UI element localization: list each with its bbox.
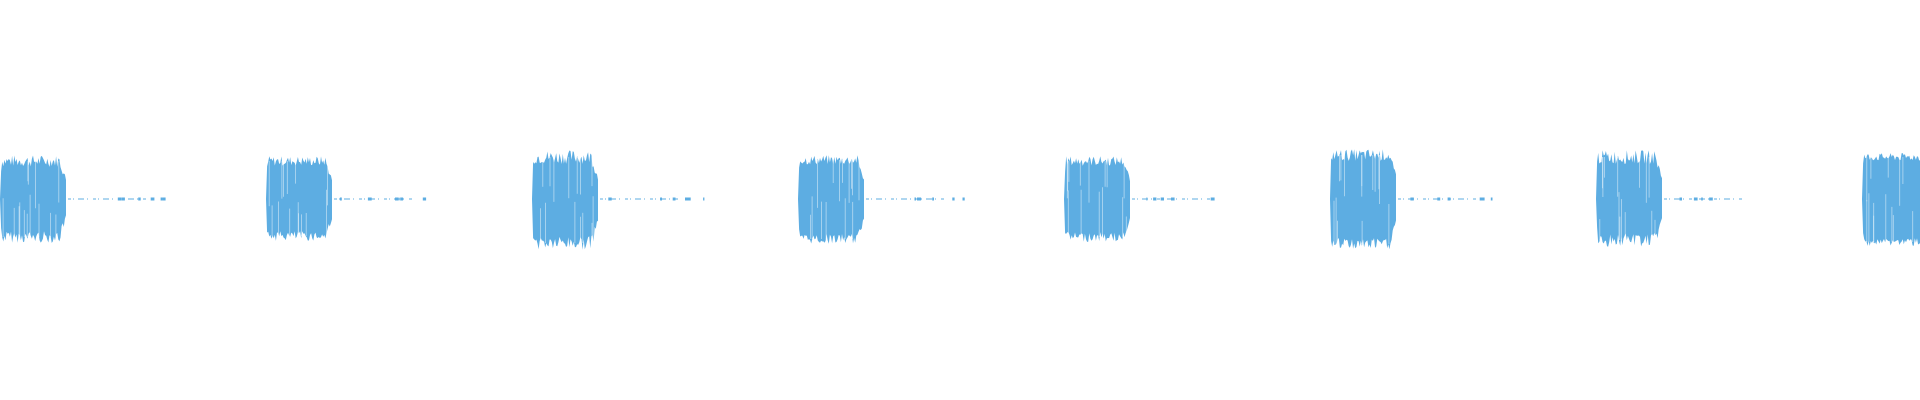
waveform-speck [1410, 197, 1414, 201]
waveform-speck [1490, 197, 1493, 201]
waveform-speck [1153, 197, 1157, 201]
waveform-burst [798, 155, 965, 244]
waveform-speck [1160, 197, 1164, 201]
waveform-bursts [0, 149, 1920, 250]
waveform-speck [1171, 197, 1175, 201]
waveform-speck [1210, 197, 1213, 201]
waveform-speck [117, 197, 122, 201]
waveform-burst [0, 155, 166, 243]
waveform-speck [660, 197, 662, 201]
waveform-speck [1693, 197, 1698, 201]
waveform-speck [672, 197, 676, 201]
waveform-burst-body [1064, 156, 1130, 242]
waveform-burst-body [532, 150, 598, 250]
waveform-speck [1709, 197, 1713, 201]
waveform-speck [399, 197, 401, 201]
waveform-burst-body [1862, 153, 1920, 246]
waveform-speck [138, 197, 141, 201]
waveform-speck [1479, 197, 1484, 201]
waveform-speck [395, 197, 399, 201]
waveform-speck [1437, 197, 1441, 201]
waveform-speck [1701, 197, 1703, 201]
waveform-burst-body [0, 155, 66, 243]
waveform-burst [1064, 156, 1215, 242]
waveform-burst [532, 150, 705, 250]
waveform-speck [1709, 197, 1711, 201]
waveform-burst-body [798, 155, 864, 244]
waveform-speck [914, 197, 916, 201]
waveform-burst [266, 156, 427, 241]
waveform-speck [422, 197, 427, 201]
waveform-speck [367, 197, 372, 201]
waveform-speck [339, 197, 342, 201]
waveform-speck [1146, 197, 1148, 201]
waveform-burst-body [1596, 150, 1662, 247]
waveform-speck [917, 197, 921, 201]
waveform-speck [1211, 197, 1215, 201]
waveform-burst-body [266, 156, 332, 241]
waveform-speck [121, 197, 125, 201]
waveform-speck [1679, 197, 1682, 201]
waveform-speck [150, 197, 155, 201]
waveform-burst [1330, 149, 1493, 250]
waveform-speck [703, 197, 705, 201]
waveform-burst [1596, 150, 1742, 247]
waveform-speck [1447, 197, 1451, 201]
waveform-speck [962, 197, 965, 201]
waveform-speck [608, 197, 612, 201]
waveform-speck [687, 197, 691, 201]
waveform-speck [160, 197, 163, 201]
waveform-burst [1862, 153, 1920, 246]
waveform-speck [932, 197, 934, 201]
waveform-speck [952, 197, 955, 201]
waveform-speck [162, 197, 166, 201]
waveform-speck [685, 197, 689, 201]
waveform-speck [401, 197, 404, 201]
